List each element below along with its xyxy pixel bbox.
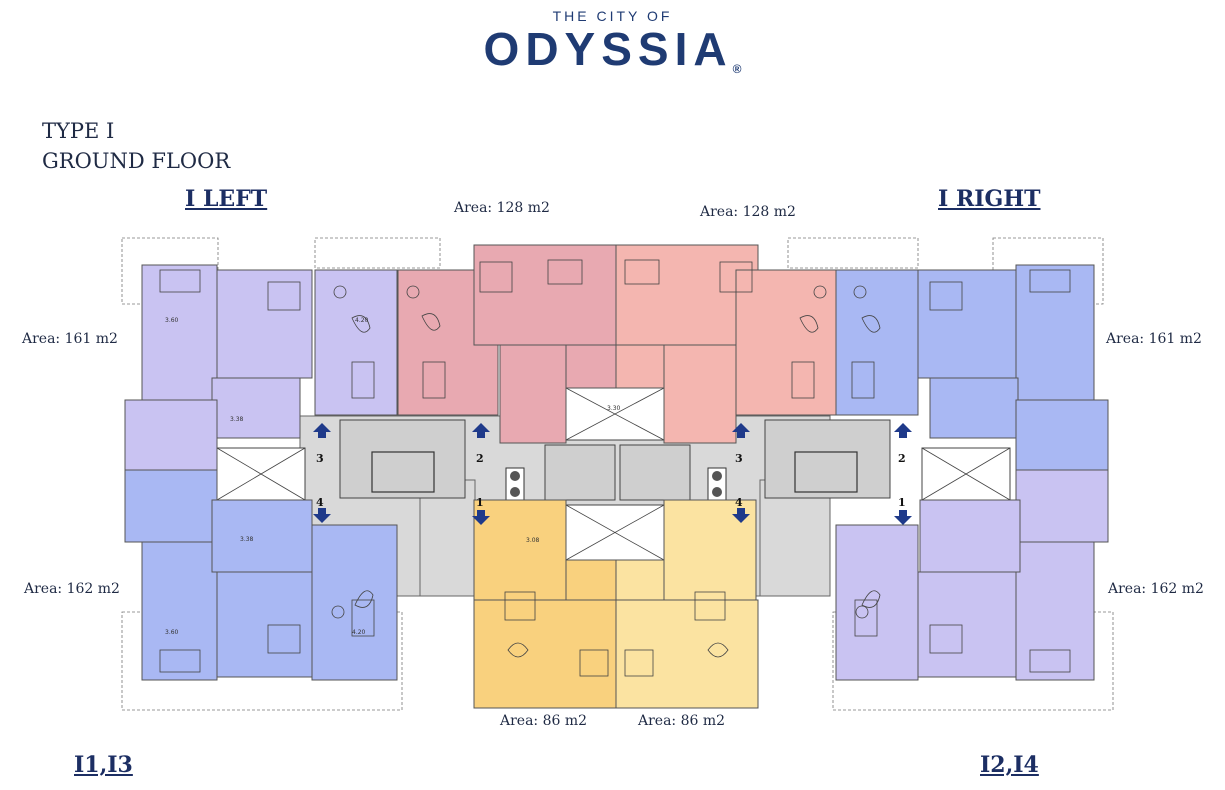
- apartment-right-upper: [835, 264, 1109, 471]
- arrow-up-icon: [472, 423, 490, 438]
- group-label-left: I1,I3: [74, 752, 133, 778]
- stair-number: 1: [476, 496, 484, 509]
- dimension-labels: 3.38 3.38 4.20 4.20 3.08 3.30 3.60 3.60: [165, 317, 621, 636]
- apartment-bottom-left: [473, 499, 617, 709]
- area-bottom-right-center: Area: 86 m2: [638, 713, 726, 729]
- dim-label: 3.60: [165, 317, 179, 324]
- entry-arrows: [313, 423, 912, 525]
- stair-number: 3: [316, 452, 324, 465]
- stair-number: 4: [735, 496, 743, 509]
- type-label: TYPE I: [42, 119, 115, 143]
- registered-mark: ®: [732, 62, 742, 76]
- apartment-left-lower: [124, 469, 398, 681]
- heading-i-right: I RIGHT: [938, 186, 1041, 212]
- dim-label: 4.20: [355, 317, 369, 324]
- stair-numbers: 1 2 3 4 1 2 3 4: [316, 452, 906, 509]
- dim-label: 4.20: [352, 629, 366, 636]
- area-bottom-left-center: Area: 86 m2: [500, 713, 588, 729]
- area-top-left-center: Area: 128 m2: [454, 200, 550, 216]
- arrow-up-icon: [313, 423, 331, 438]
- plan-title: TYPE I GROUND FLOOR: [42, 116, 230, 176]
- apartment-bottom-right: [615, 499, 759, 709]
- furniture: [159, 259, 1071, 677]
- dim-label: 3.08: [526, 537, 540, 544]
- stair-number: 4: [316, 496, 324, 509]
- stair-number: 1: [898, 496, 906, 509]
- dim-label: 3.38: [240, 536, 254, 543]
- arrow-up-icon: [732, 423, 750, 438]
- arrow-down-icon: [472, 510, 490, 525]
- dim-label: 3.60: [165, 629, 179, 636]
- dim-label: 3.30: [607, 405, 621, 412]
- arrow-down-icon: [894, 510, 912, 525]
- group-label-right: I2,I4: [980, 752, 1039, 778]
- area-right-upper: Area: 161 m2: [1106, 331, 1202, 347]
- apartment-top-left: [397, 244, 617, 444]
- heading-i-left: I LEFT: [185, 186, 268, 212]
- stair-number: 2: [476, 452, 484, 465]
- area-left-upper: Area: 161 m2: [22, 331, 118, 347]
- arrow-down-icon: [313, 508, 331, 523]
- brand-name: ODYSSIA: [483, 23, 733, 75]
- arrow-down-icon: [732, 508, 750, 523]
- apartment-right-lower: [835, 469, 1109, 681]
- area-left-lower: Area: 162 m2: [24, 581, 120, 597]
- area-right-lower: Area: 162 m2: [1108, 581, 1204, 597]
- apartment-left-upper: [124, 264, 398, 471]
- area-top-right-center: Area: 128 m2: [700, 204, 796, 220]
- arrow-up-icon: [894, 423, 912, 438]
- stair-number: 3: [735, 452, 743, 465]
- floor-label: GROUND FLOOR: [42, 149, 231, 173]
- brand-tagline: THE CITY OF: [552, 8, 673, 24]
- stair-number: 2: [898, 452, 906, 465]
- brand-logo: ODYSSIA®: [0, 22, 1225, 76]
- dim-label: 3.38: [230, 416, 244, 423]
